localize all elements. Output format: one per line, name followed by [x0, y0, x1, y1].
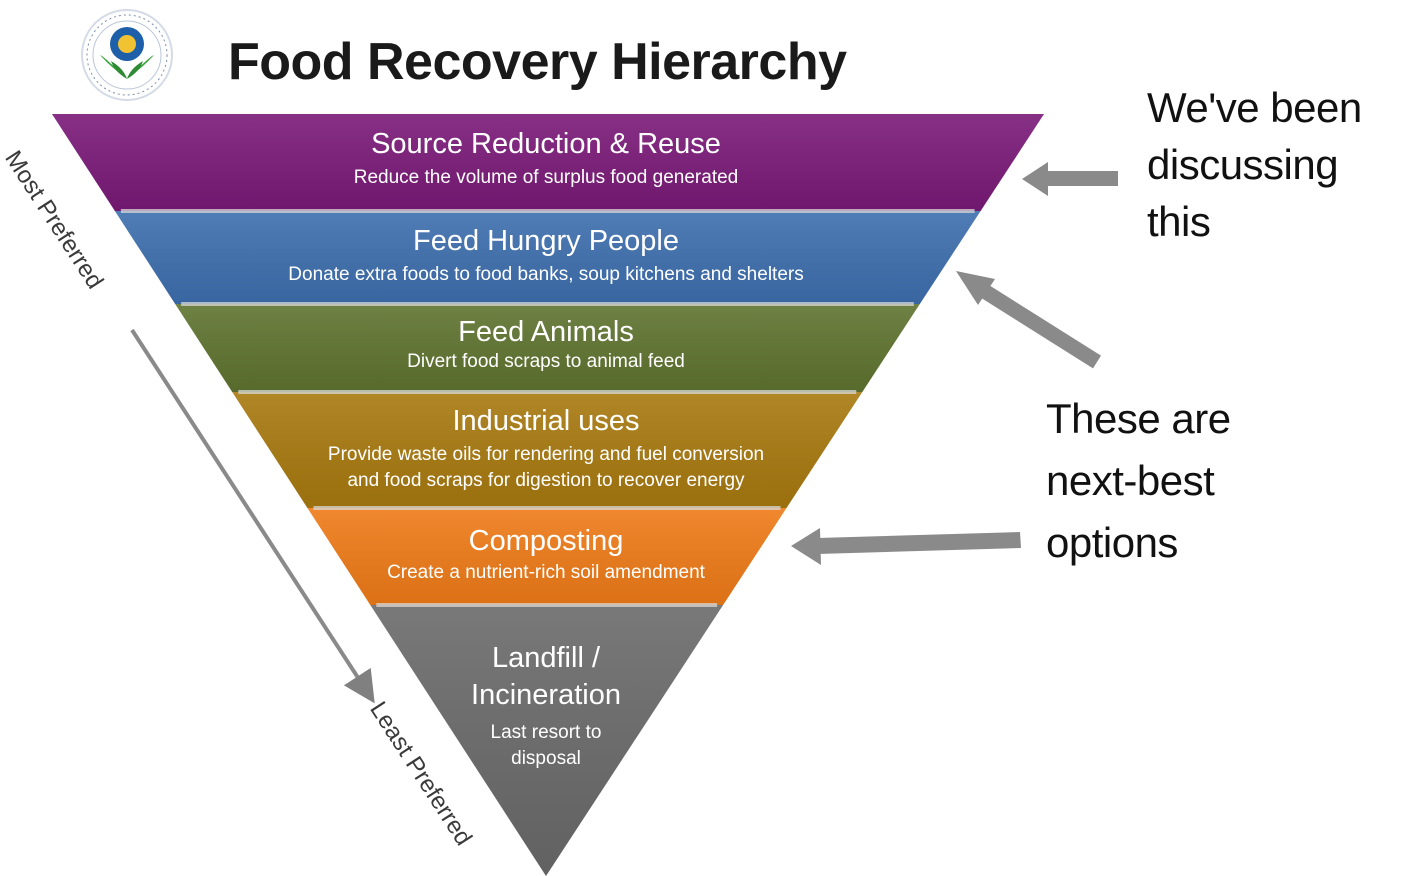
tier-desc-line: disposal	[511, 748, 581, 769]
tier-feed-hungry-people: Feed Hungry People Donate extra foods to…	[288, 224, 803, 288]
callout-arrow-diagonal	[956, 271, 1101, 369]
tier-feed-hungry-people-shape-sheen	[114, 211, 981, 304]
tier-desc-line: Provide waste oils for rendering and fue…	[327, 444, 765, 465]
tier-name: Composting	[468, 525, 624, 557]
callout-line: These are	[1046, 395, 1231, 442]
tier-industrial-uses: Industrial uses Provide waste oils for r…	[328, 404, 764, 494]
tier-industrial-uses-shape-sheen	[232, 392, 863, 508]
tier-composting-shape-sheen	[307, 508, 787, 605]
callout-line: this	[1147, 198, 1211, 245]
tier-landfill-shape-sheen	[370, 605, 724, 876]
tier-desc: Reduce the volume of surplus food genera…	[353, 167, 739, 188]
tier-separators	[120, 209, 975, 607]
epa-seal-icon	[81, 9, 173, 101]
tier-composting: Composting Create a nutrient-rich soil a…	[387, 524, 705, 586]
callout-line: options	[1046, 519, 1178, 566]
tier-landfill: Landfill / Incineration Last resort to d…	[471, 640, 621, 772]
tier-feed-animals-shape-sheen	[175, 304, 920, 392]
tier-name: Feed Animals	[458, 316, 634, 348]
callout-line: next-best	[1046, 457, 1215, 504]
tier-name-line: Incineration	[471, 679, 621, 711]
tier-desc-line: and food scraps for digestion to recover…	[347, 470, 745, 491]
pyramid-tiers	[52, 114, 1044, 876]
callout-arrow-middle	[791, 528, 1021, 565]
tier-feed-animals: Feed Animals Divert food scraps to anima…	[407, 315, 685, 375]
callout-arrow-top	[1022, 162, 1118, 196]
tier-desc-line: Last resort to	[490, 722, 602, 743]
tier-source-reduction-shape-sheen	[52, 114, 1044, 211]
tier-name: Source Reduction & Reuse	[371, 128, 721, 160]
tier-name-line: Landfill /	[491, 642, 600, 674]
page-title: Food Recovery Hierarchy	[228, 33, 847, 91]
tier-name: Feed Hungry People	[413, 225, 679, 257]
tier-name: Industrial uses	[452, 405, 640, 437]
callout-line: We've been	[1147, 84, 1362, 131]
callout-line: discussing	[1147, 141, 1339, 188]
callout-top: We've been discussing this	[1147, 79, 1362, 250]
tier-desc: Create a nutrient-rich soil amendment	[387, 562, 705, 583]
tier-desc: Donate extra foods to food banks, soup k…	[288, 264, 804, 285]
tier-desc: Divert food scraps to animal feed	[407, 351, 685, 372]
callout-middle: These are next-best options	[1046, 388, 1231, 574]
tier-source-reduction: Source Reduction & Reuse Reduce the volu…	[354, 127, 738, 191]
preference-axis-arrow	[130, 328, 375, 704]
